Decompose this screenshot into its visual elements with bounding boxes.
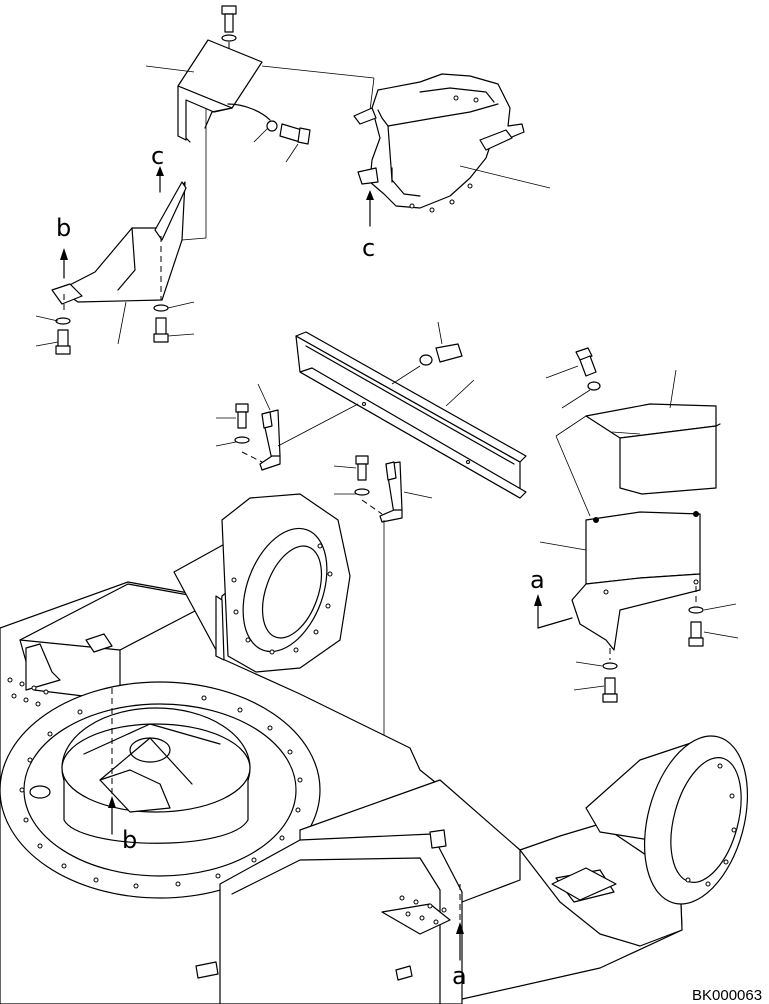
label-a-lower: a	[452, 962, 467, 990]
left-ring-holes	[231, 543, 333, 655]
arrow-c-lower	[366, 190, 374, 227]
arrow-a-right	[534, 594, 573, 629]
left-plate-holes	[7, 677, 49, 707]
large-cover-housing	[353, 73, 551, 213]
side-bolt	[227, 103, 311, 145]
bolt-washer-right-lower	[573, 603, 739, 703]
arrow-b-lower	[108, 688, 116, 835]
lower-right-cover	[539, 511, 701, 660]
front-plate-holes	[399, 895, 447, 925]
lower-bracket-plate	[51, 181, 187, 312]
leader-lines-top-left	[35, 65, 375, 347]
swing-circle-holes	[19, 695, 303, 889]
label-b-upper: b	[56, 214, 71, 242]
bolt-washer-right-top	[545, 347, 601, 409]
arrow-a-lower	[456, 884, 464, 961]
track-frame	[0, 493, 749, 1004]
top-bolt	[221, 5, 237, 58]
channel-beam	[295, 331, 527, 499]
label-c-upper: c	[151, 142, 164, 170]
upper-cover-plate	[177, 39, 263, 143]
label-a-right: a	[530, 566, 545, 594]
small-bracket-left	[215, 383, 359, 471]
right-ring-holes	[685, 763, 737, 887]
upper-right-cover	[555, 369, 721, 517]
drawing-code: BK000063	[692, 987, 762, 1004]
arrow-b-upper	[60, 248, 68, 279]
label-b-lower: b	[122, 826, 137, 854]
bolt-washer-center	[391, 321, 475, 407]
arrow-c-upper	[156, 166, 164, 193]
label-c-lower: c	[362, 234, 375, 262]
bolt-washer-left-lower	[55, 304, 169, 355]
